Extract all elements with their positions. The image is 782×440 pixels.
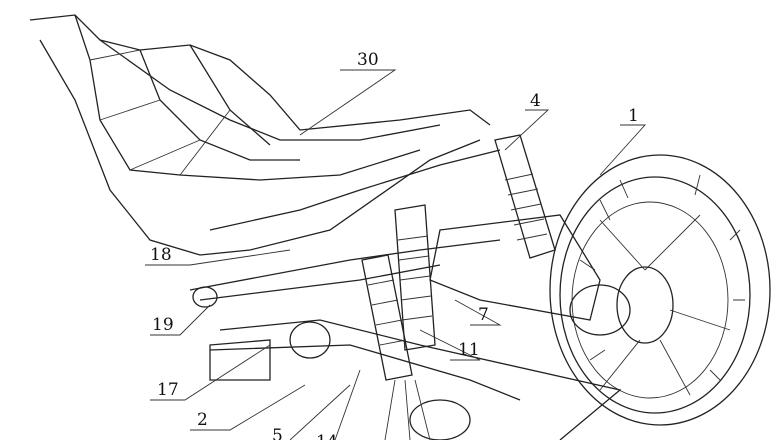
shock-absorbers <box>361 134 556 381</box>
label-14: 14 <box>316 434 338 440</box>
main-frame <box>29 14 501 301</box>
label-2: 2 <box>197 410 208 430</box>
label-17: 17 <box>157 380 179 400</box>
rear-wheel <box>549 154 771 426</box>
label-4: 4 <box>530 91 541 111</box>
label-7: 7 <box>478 305 489 325</box>
label-18: 18 <box>150 245 172 265</box>
label-19: 19 <box>152 315 174 335</box>
label-30: 30 <box>357 50 379 70</box>
label-5: 5 <box>272 426 283 440</box>
leader-lines <box>145 69 647 440</box>
swingarm <box>192 214 631 440</box>
label-1: 1 <box>628 106 639 126</box>
label-11: 11 <box>458 340 480 360</box>
